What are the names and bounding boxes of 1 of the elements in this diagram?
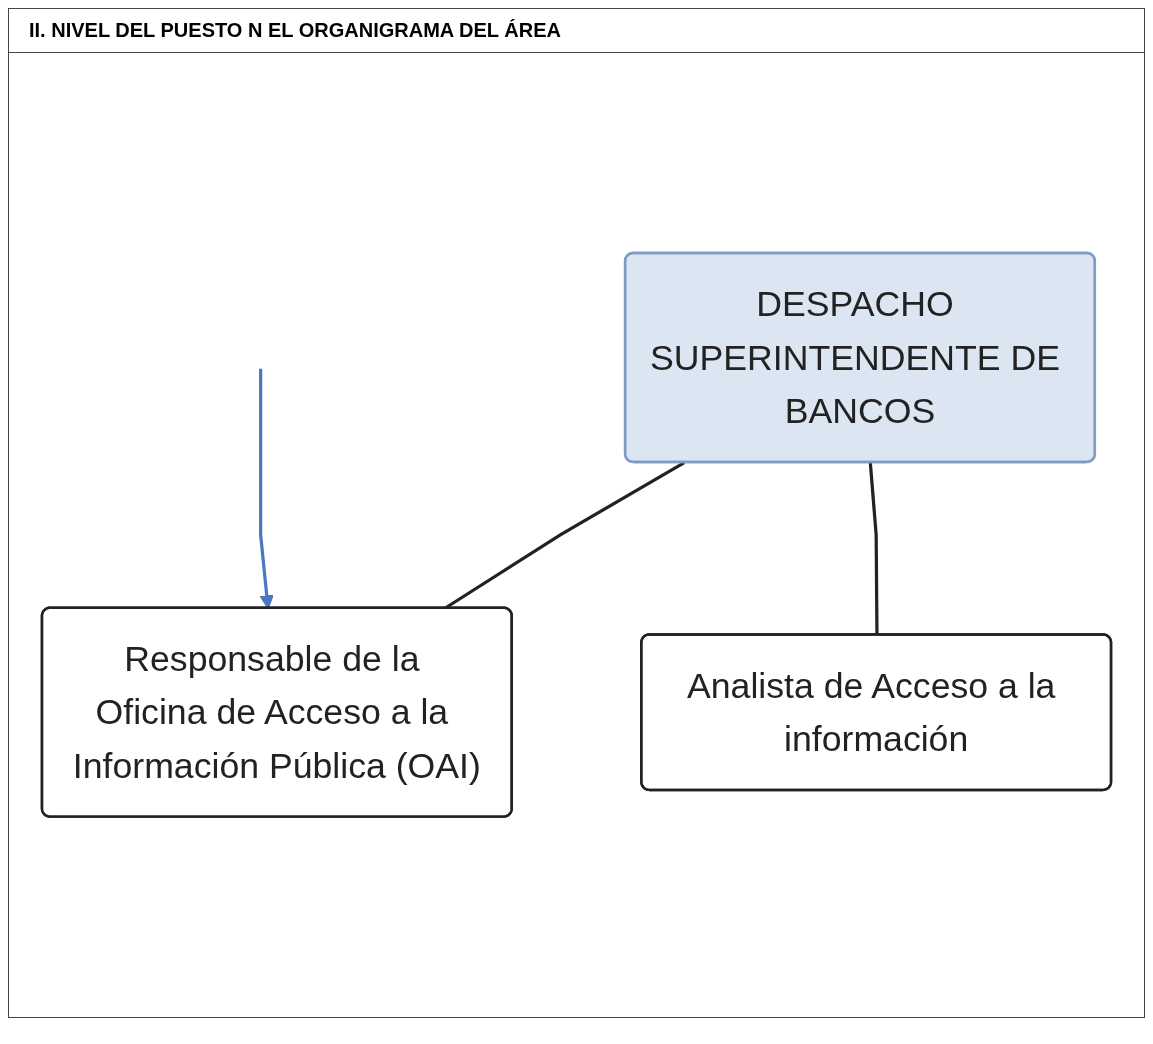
section-heading: II. NIVEL DEL PUESTO N EL ORGANIGRAMA DEL ÁREA [9, 9, 1144, 53]
